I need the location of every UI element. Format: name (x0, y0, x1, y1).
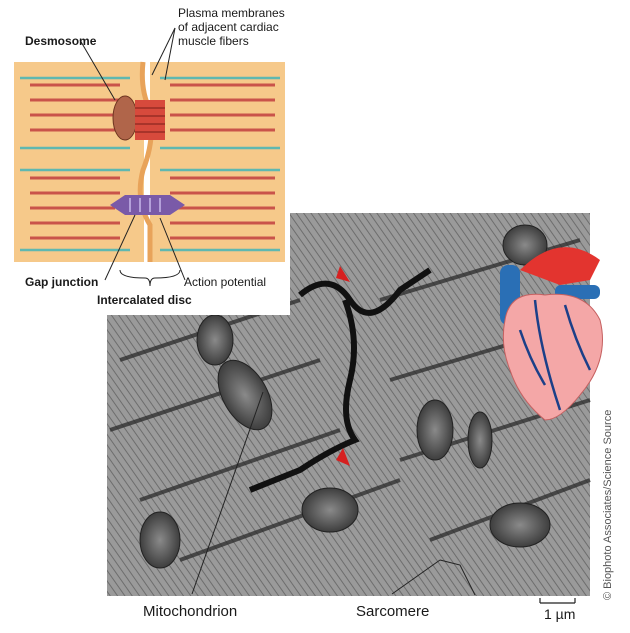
cell-right (150, 62, 285, 262)
myofibrils (30, 83, 275, 240)
mitochondrion-label: Mitochondrion (143, 603, 238, 620)
image-credit: © Biophoto Associates/Science Source (602, 409, 614, 600)
plasma-membranes-label: Plasma membranes of adjacent cardiac mus… (178, 6, 285, 48)
cell-left (14, 62, 144, 262)
plasma-membranes-line-3: muscle fibers (178, 34, 249, 48)
thin-filaments (20, 76, 280, 252)
desmosome-label: Desmosome (25, 34, 97, 48)
heart-icon (500, 247, 603, 421)
action-potential-label: Action potential (184, 275, 267, 289)
scale-bar (539, 598, 576, 604)
intercalated-disc-line (248, 267, 432, 493)
gap-junction-label: Gap junction (25, 275, 99, 289)
sarcomere-label: Sarcomere (356, 603, 430, 620)
intercalated-disc-diagram (0, 0, 290, 315)
gap-junction-structure (110, 195, 185, 215)
plasma-membranes-line-2: of adjacent cardiac (178, 20, 279, 34)
scale-bar-label: 1 µm (544, 606, 576, 622)
intercalated-disc-label: Intercalated disc (97, 293, 192, 307)
desmosome-structure (112, 95, 165, 141)
plasma-membranes-line-1: Plasma membranes (178, 6, 285, 20)
red-arrows (336, 266, 350, 466)
